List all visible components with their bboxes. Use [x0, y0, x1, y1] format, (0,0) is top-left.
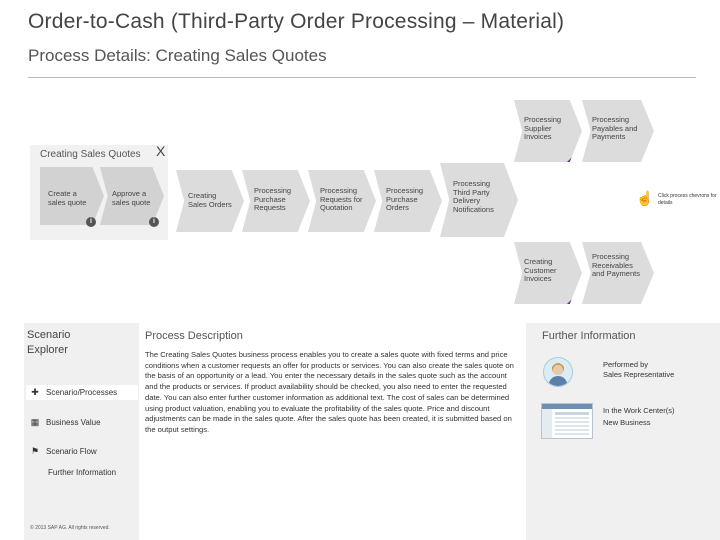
work-center-value: New Business — [603, 418, 651, 427]
copyright-text: © 2013 SAP AG. All rights reserved. — [30, 525, 110, 531]
chevron-label: Processing Payables and Payments — [592, 115, 638, 142]
chevron-processing-payables-and-payments[interactable]: Processing Payables and Payments — [582, 100, 654, 162]
chevron-label: Creating Customer Invoices — [524, 257, 557, 284]
sidebar-item-business-value[interactable]: ▦ Business Value — [30, 417, 101, 428]
sidebar-item-label: Scenario Flow — [46, 447, 97, 456]
info-icon[interactable]: i — [86, 217, 96, 227]
step-label: Create a sales quote — [48, 189, 87, 207]
sidebar-item-label: Scenario/Processes — [46, 388, 118, 397]
step-approve-sales-quote[interactable]: Approve a sales quote — [100, 167, 164, 225]
process-description-heading: Process Description — [145, 330, 243, 342]
chevron-processing-purchase-requests[interactable]: Processing Purchase Requests — [242, 170, 310, 232]
hand-pointer-icon: ☝ — [636, 190, 654, 206]
calculator-icon: ▦ — [30, 417, 40, 427]
puzzle-icon: ✚ — [31, 387, 39, 397]
page-subtitle: Process Details: Creating Sales Quotes — [28, 46, 327, 65]
process-description-panel — [140, 323, 524, 540]
sidebar-item-scenario-flow[interactable]: ⚑ Scenario Flow — [30, 446, 97, 457]
scenario-explorer-panel — [24, 323, 139, 540]
person-icon — [544, 358, 572, 386]
chevron-label: Creating Sales Orders — [188, 191, 232, 209]
chevron-label: Processing Receivables and Payments — [592, 252, 640, 279]
work-center-label: In the Work Center(s) — [603, 406, 675, 415]
chevron-label: Processing Purchase Orders — [386, 186, 424, 213]
process-description-text: The Creating Sales Quotes business proce… — [145, 350, 514, 434]
chevron-label: Processing Supplier Invoices — [524, 115, 562, 142]
chevron-label: Processing Requests for Quotation — [320, 186, 363, 213]
chevron-label: Processing Purchase Requests — [254, 186, 292, 213]
chevron-creating-sales-orders[interactable]: Creating Sales Orders — [176, 170, 244, 232]
close-icon[interactable]: X — [156, 143, 166, 159]
sidebar-item-label: Further Information — [48, 468, 117, 477]
performed-by-block: Performed by Sales Representative — [603, 360, 674, 380]
chevron-processing-purchase-orders[interactable]: Processing Purchase Orders — [374, 170, 442, 232]
group-title: Creating Sales Quotes — [40, 149, 141, 160]
performed-by-value: Sales Representative — [603, 370, 675, 379]
flag-icon: ⚑ — [30, 446, 40, 456]
performed-by-label: Performed by — [603, 360, 649, 369]
chevron-processing-supplier-invoices[interactable]: Processing Supplier Invoices — [514, 100, 582, 162]
chevron-corner-marker — [567, 153, 576, 162]
sidebar-item-further-information[interactable]: Further Information — [48, 468, 116, 477]
scenario-explorer-title: Scenario Explorer — [27, 329, 71, 356]
chevron-label: Processing Third Party Delivery Notifica… — [453, 179, 494, 214]
work-center-screenshot-thumbnail[interactable] — [541, 403, 593, 439]
step-label: Approve a sales quote — [112, 189, 151, 207]
page-title: Order-to-Cash (Third-Party Order Process… — [28, 10, 565, 33]
screenshot-icon — [542, 404, 592, 438]
further-information-heading: Further Information — [542, 330, 636, 342]
sidebar-item-scenario-processes[interactable]: ✚ Scenario/Processes — [26, 385, 138, 400]
chevron-processing-third-party-delivery-notifications[interactable]: Processing Third Party Delivery Notifica… — [440, 163, 518, 237]
info-icon[interactable]: i — [149, 217, 159, 227]
header-divider — [28, 77, 696, 78]
work-center-block: In the Work Center(s) New Business — [603, 405, 675, 429]
sidebar-item-label: Business Value — [46, 418, 101, 427]
sales-representative-avatar — [543, 357, 573, 387]
chevron-corner-marker — [567, 295, 576, 304]
chevron-processing-requests-for-quotation[interactable]: Processing Requests for Quotation — [308, 170, 376, 232]
chevron-processing-receivables-and-payments[interactable]: Processing Receivables and Payments — [582, 242, 654, 304]
click-hint-text: Click process chevrons for details — [658, 193, 717, 206]
chevron-creating-customer-invoices[interactable]: Creating Customer Invoices — [514, 242, 582, 304]
step-create-sales-quote[interactable]: Create a sales quote — [40, 167, 104, 225]
